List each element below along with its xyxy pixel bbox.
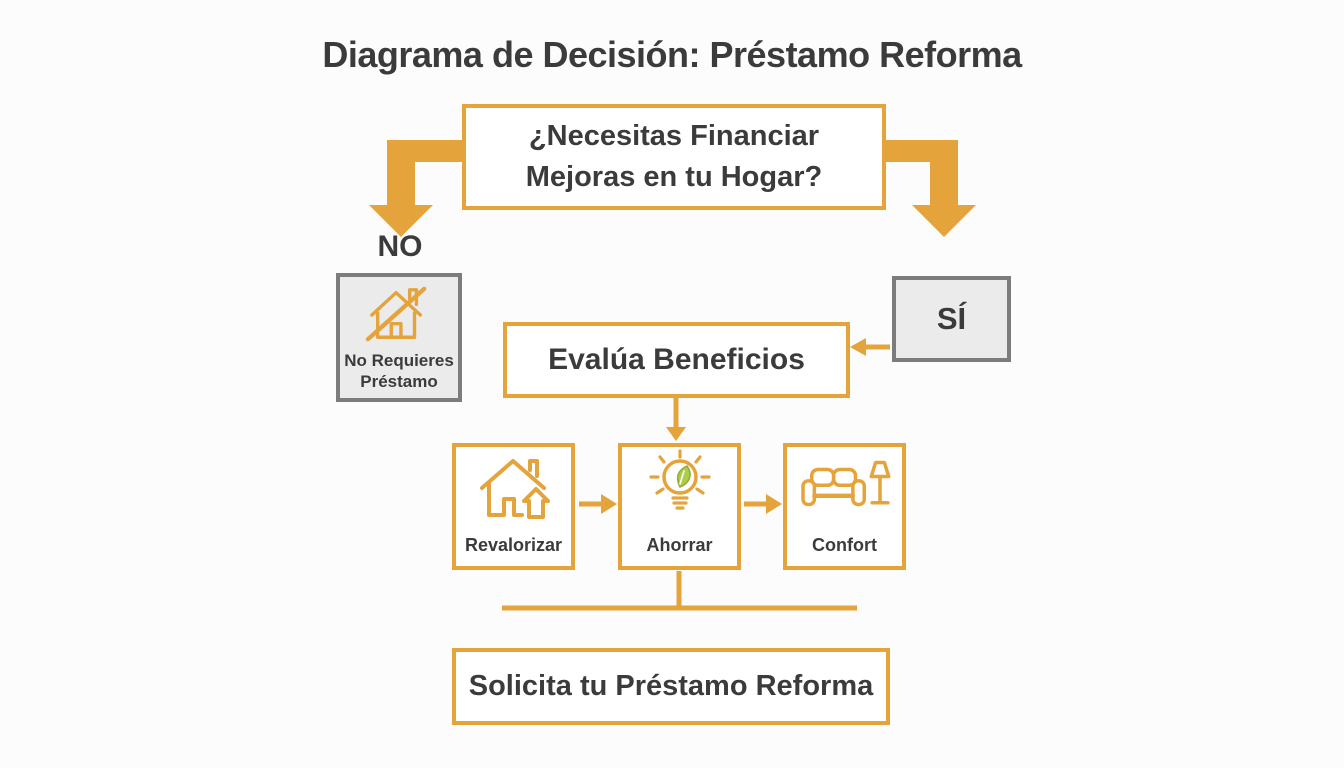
evaluate-node: Evalúa Beneficios [503, 322, 850, 398]
arrow-branch-no [369, 140, 463, 237]
cta-label: Solicita tu Préstamo Reforma [468, 670, 874, 702]
arrow-branch-si [886, 140, 976, 237]
arrow-revalorizar-ahorrar [579, 494, 617, 514]
benefit-confort-node: Confort [783, 443, 906, 570]
eco-lightbulb-icon [645, 447, 715, 527]
arrow-evaluate-down [666, 398, 686, 441]
connector-benefits-cta [502, 571, 857, 611]
sofa-lamp-icon [795, 447, 895, 527]
benefit-label: Ahorrar [646, 535, 713, 555]
branch-no-label: NO [377, 230, 423, 263]
arrow-si-to-evaluate [850, 338, 890, 356]
question-label: ¿Necesitas Financiar Mejoras en tu Hogar… [525, 120, 823, 193]
page-title: Diagrama de Decisión: Préstamo Reforma [322, 34, 1022, 75]
evaluate-label: Evalúa Beneficios [548, 343, 805, 376]
no-loan-label: No Requieres Préstamo [344, 350, 454, 392]
benefit-label: Revalorizar [464, 535, 563, 555]
benefit-ahorrar-node: Ahorrar [618, 443, 741, 570]
arrow-ahorrar-confort [744, 494, 782, 514]
question-node: ¿Necesitas Financiar Mejoras en tu Hogar… [462, 104, 886, 210]
benefit-label: Confort [812, 535, 877, 555]
benefit-revalorizar-node: Revalorizar [452, 443, 575, 570]
cta-node: Solicita tu Préstamo Reforma [452, 648, 890, 725]
house-up-arrow-icon [474, 447, 554, 527]
no-loan-node: No Requieres Préstamo [336, 273, 462, 402]
house-crossed-icon [362, 283, 436, 350]
branch-si-node: SÍ [892, 276, 1011, 362]
